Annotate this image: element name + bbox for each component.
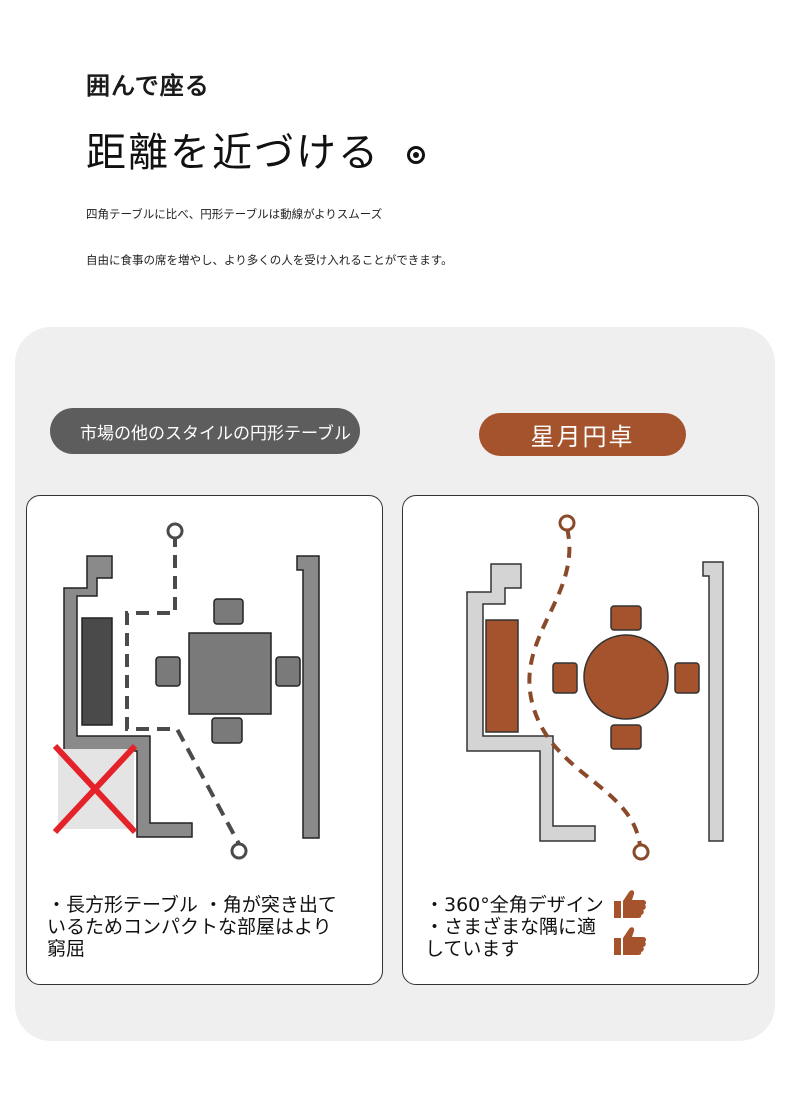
radio-dot-icon xyxy=(407,146,425,164)
description-line-1: 四角テーブルに比べ、円形テーブルは動線がよりスムーズ xyxy=(86,207,383,221)
chair-top xyxy=(213,598,244,625)
bench xyxy=(485,619,519,733)
caption-round-table: ・360°全角デザイン ・さまざまな隅に適しています xyxy=(425,894,604,960)
walking-path xyxy=(125,534,241,845)
headline: 距離を近づける xyxy=(86,130,380,176)
path-end xyxy=(230,842,248,860)
chair-right xyxy=(674,662,700,694)
thumbs-up-icon xyxy=(614,890,647,918)
round-table-diagram xyxy=(466,514,724,861)
label-product: 星月円卓 xyxy=(479,413,686,456)
path-end xyxy=(632,843,650,861)
wall-right xyxy=(296,555,320,839)
square-table-diagram xyxy=(52,522,320,860)
chair-left xyxy=(155,656,181,687)
square-table xyxy=(188,632,272,715)
chair-top xyxy=(610,605,642,631)
wall-left xyxy=(466,563,596,842)
chair-bottom xyxy=(610,724,642,750)
card-round-table: ・360°全角デザイン ・さまざまな隅に適しています xyxy=(402,495,759,985)
card-square-table: ・長方形テーブル ・角が突き出ているためコンパクトな部屋はより窮屈 xyxy=(26,495,383,985)
caption-square-table: ・長方形テーブル ・角が突き出ているためコンパクトな部屋はより窮屈 xyxy=(47,894,337,960)
thumbs-up-icon xyxy=(614,927,647,955)
walking-path xyxy=(527,527,642,847)
red-x-icon xyxy=(52,743,138,835)
chair-bottom xyxy=(211,717,243,744)
path-start xyxy=(558,514,576,532)
wall-right xyxy=(702,561,724,842)
round-table xyxy=(583,634,669,720)
path-start xyxy=(166,522,184,540)
bench xyxy=(81,617,113,726)
wall-left xyxy=(63,555,193,838)
description-line-2: 自由に食事の席を増やし、より多くの人を受け入れることができます。 xyxy=(86,253,453,267)
kicker-title: 囲んで座る xyxy=(86,72,210,100)
chair-left xyxy=(552,662,578,694)
chair-right xyxy=(275,656,301,687)
label-other-tables: 市場の他のスタイルの円形テーブル xyxy=(50,408,360,454)
